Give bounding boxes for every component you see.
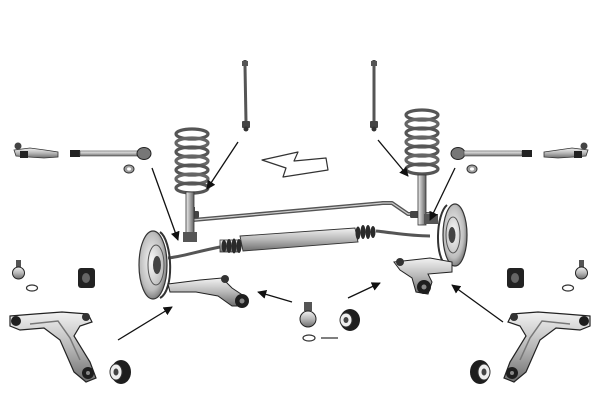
arrow-to-left-strut-top	[206, 141, 239, 190]
right-rear-bushing	[470, 360, 491, 384]
arrow-to-right-arm	[451, 284, 504, 323]
left-strut	[183, 191, 197, 242]
left-brake-disc	[138, 230, 172, 300]
right-stabilizer-link	[370, 60, 378, 132]
right-inner-tie-rod	[450, 147, 532, 160]
left-rack-boot	[221, 238, 242, 254]
right-strut	[417, 174, 438, 226]
left-control-arm-bushing	[78, 268, 95, 288]
center-ball-joint	[299, 302, 338, 342]
left-tie-rod-end	[13, 142, 59, 159]
right-rack-boot	[355, 225, 376, 240]
direction-arrow	[261, 151, 329, 178]
stabilizer-bar	[187, 201, 430, 222]
arrow-to-right-strut-top	[377, 139, 409, 177]
pointer-arrows	[117, 139, 504, 341]
right-washer	[466, 164, 478, 174]
arrow-to-right-knuckle	[429, 167, 456, 221]
arrow-to-right-arm-bushing	[347, 282, 381, 299]
left-lower-control-arm	[9, 311, 97, 383]
left-mounted-control-arm	[167, 275, 249, 308]
right-coil-spring	[404, 108, 440, 176]
right-tie-rod-end	[543, 142, 589, 159]
steering-rack	[167, 225, 431, 260]
arrow-to-left-knuckle	[151, 167, 180, 241]
arrow-to-left-arm	[117, 306, 173, 341]
left-washer	[123, 164, 135, 174]
right-lower-control-arm	[503, 311, 591, 383]
left-inner-tie-rod	[70, 147, 152, 160]
center-bushing	[339, 309, 360, 331]
left-coil-spring	[174, 127, 210, 195]
right-control-arm-bushing	[507, 268, 524, 288]
left-rear-bushing	[109, 360, 131, 384]
right-ball-joint	[561, 260, 588, 292]
right-brake-disc	[437, 203, 468, 267]
arrow-to-left-arm-bushing	[257, 289, 293, 303]
left-stabilizer-link	[242, 60, 250, 132]
left-ball-joint	[12, 260, 39, 292]
right-mounted-control-arm	[393, 257, 453, 295]
